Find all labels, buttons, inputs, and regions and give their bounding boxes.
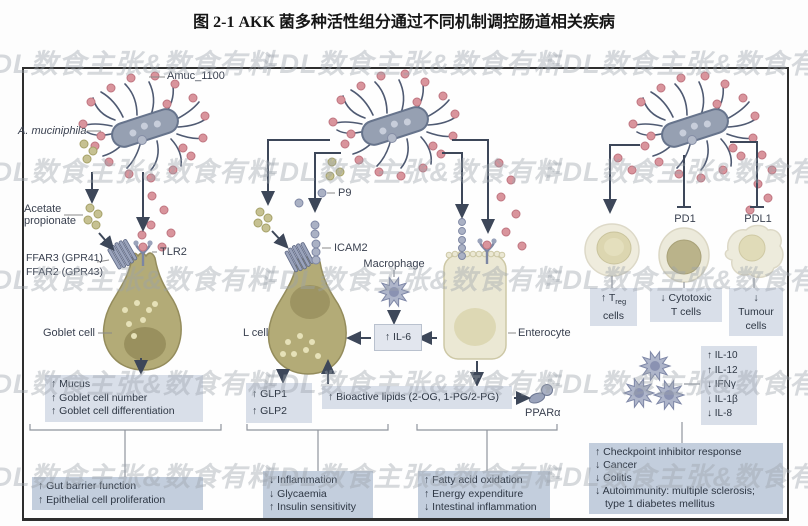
goblet-cell-label: Goblet cell [43, 327, 95, 339]
pd1-label: PD1 [674, 213, 696, 225]
pdl1-label: PDL1 [744, 213, 772, 225]
l-cell-label: L cell [243, 327, 269, 339]
ppar-alpha-label: PPARα [525, 407, 561, 419]
gut-barrier-box: ↑ Gut barrier function↑ Epithelial cell … [32, 477, 203, 510]
dendritic-cells-icon [623, 351, 685, 410]
gray-dots [294, 188, 466, 239]
enterocyte-label: Enterocyte [518, 327, 571, 339]
glp-box: ↑ GLP1↑ GLP2 [246, 383, 312, 423]
icam2-label: ICAM2 [334, 242, 368, 254]
scfa-dots [79, 139, 345, 233]
bioactive-lipids-box: ↑ Bioactive lipids (2-OG, 1-PG/2-PG) [322, 386, 512, 409]
callout-dashes [64, 76, 516, 334]
goblet-cell-icon [102, 252, 182, 371]
energy-effects-box: ↑ Fatty acid oxidation↑ Energy expenditu… [418, 471, 550, 518]
tlr2-label: TLR2 [160, 246, 187, 258]
cytotoxic-t-cell-icon [658, 227, 710, 283]
p9-label: P9 [338, 187, 352, 199]
metabolic-effects-box: ↓ Inflammation↓ Glycaemia↑ Insulin sensi… [263, 471, 373, 518]
inhibition-bars [677, 141, 764, 208]
tumour-cell-icon [724, 224, 784, 279]
treg-cell-icon [584, 223, 640, 277]
enterocyte-receptor-icon [458, 236, 466, 260]
l-cell-icon [267, 256, 347, 375]
amuc-1100-label: Amuc_1100 [167, 70, 225, 82]
arrows [85, 139, 640, 405]
cytokines-box: ↑ IL-10↑ IL-12↓ IFNγ ↓ IL-1β↓ IL-8 [701, 346, 757, 425]
macrophage-icon [378, 277, 410, 307]
figure-title: 图 2-1 AKK 菌多种活性组分通过不同机制调控肠道相关疾病 [193, 14, 615, 31]
connector-lines [29, 270, 755, 477]
enterocyte-icon [443, 250, 507, 360]
ffar2-label: FFAR2 (GPR43) [26, 266, 104, 278]
bacterium-middle-icon [328, 69, 460, 181]
immune-outcomes-box: ↑ Checkpoint inhibitor response↓ Cancer↓… [589, 443, 783, 514]
il6-box: ↑ IL-6 [374, 324, 422, 351]
icam2-receptor-icon [311, 239, 321, 265]
species-label: A. muciniphila [18, 125, 87, 137]
treg-cells-box: ↑ Treg cells [590, 288, 637, 327]
bacterium-left-icon [78, 71, 210, 183]
ffar3-label: FFAR3 (GPR41) [26, 252, 104, 264]
goblet-effects-box: ↑ Mucus↑ Goblet cell number↑ Goblet cell… [45, 375, 203, 422]
ppar-alpha-icon [528, 384, 553, 404]
red-dot-trails [137, 150, 777, 252]
bacterium-right-icon [628, 71, 760, 183]
macrophage-label: Macrophage [363, 258, 425, 270]
